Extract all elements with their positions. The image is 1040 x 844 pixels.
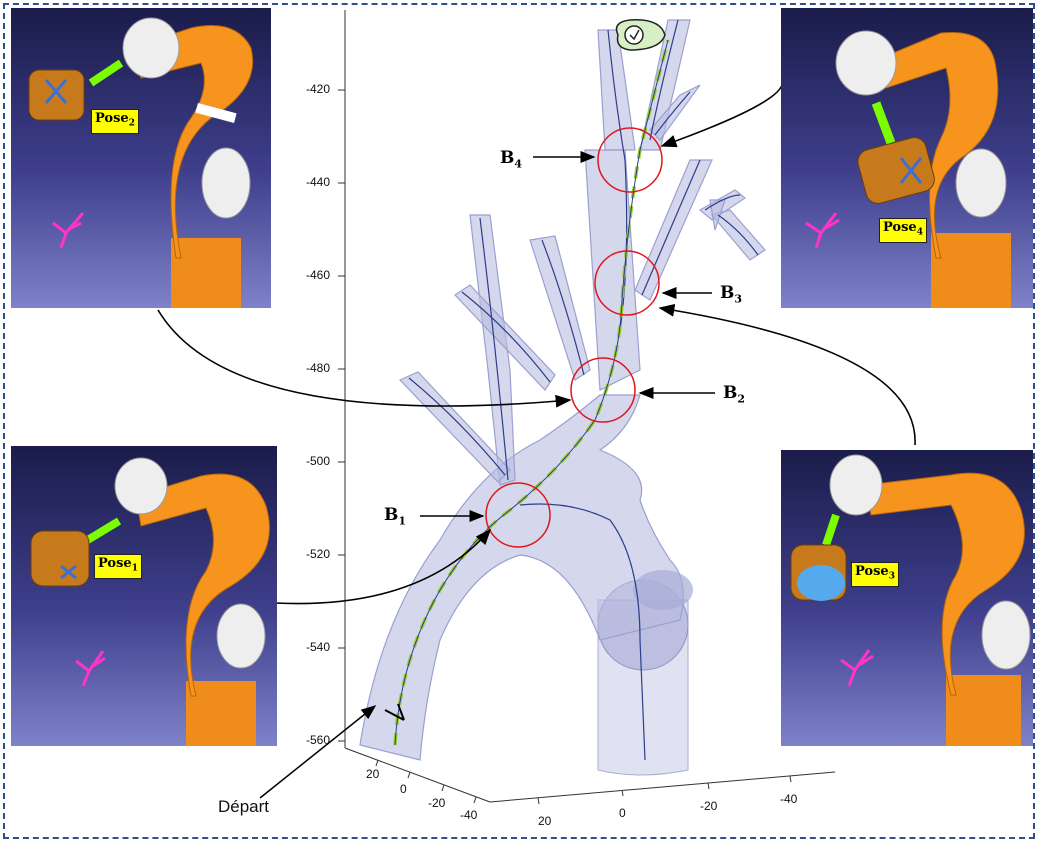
- robot-panel-pose3: Pose3: [781, 450, 1033, 746]
- kuka-robot-illustration: [28, 17, 254, 308]
- z-axis-ticks: [338, 89, 345, 742]
- kuka-robot-illustration: [30, 457, 270, 746]
- x-tick-label: 0: [400, 782, 407, 796]
- x-tick-label: -40: [460, 808, 478, 822]
- connector-pose2: [157, 309, 572, 408]
- vascular-tree-icon: [805, 212, 840, 249]
- z-tick-label: -520: [305, 547, 330, 561]
- bifurcation-circles: [485, 127, 663, 548]
- start-marker-tick: [397, 703, 405, 721]
- branch-label-b1: B1: [384, 505, 407, 528]
- start-marker: [384, 709, 405, 721]
- branch-label-b3: B3: [720, 283, 743, 306]
- vascular-tree-icon: [52, 212, 85, 249]
- y-axis: [489, 771, 836, 803]
- figure-frame: [3, 3, 1035, 839]
- robot-panel-pose2: Pose2: [11, 8, 271, 308]
- base-ticks: [375, 759, 792, 805]
- branch-label-b4: B4: [500, 148, 523, 171]
- bifurcation-circle-b1: [485, 482, 551, 548]
- pose-label-3: Pose3: [851, 562, 899, 587]
- x-tick-label: -20: [428, 796, 446, 810]
- arrow-start: [259, 705, 377, 799]
- x-axis: [344, 747, 491, 803]
- y-tick-label: 20: [538, 814, 552, 828]
- branch-label-b2: B2: [723, 383, 746, 406]
- bifurcation-circle-b2: [570, 357, 636, 423]
- robot-panel-pose4: Pose4: [781, 8, 1033, 308]
- branch-arrows: [259, 151, 715, 799]
- kuka-robot-illustration: [790, 454, 1031, 746]
- pose-label-2: Pose2: [91, 109, 139, 134]
- z-tick-label: -440: [305, 175, 330, 189]
- main-centerline: [394, 39, 669, 746]
- start-label: Départ: [218, 797, 270, 816]
- pose-label-4: Pose4: [879, 218, 927, 243]
- bifurcation-circle-b4: [597, 127, 663, 193]
- vessel-centerlines: [408, 19, 759, 761]
- z-tick-label: -560: [305, 733, 330, 747]
- y-tick-label: -20: [700, 799, 718, 813]
- pose-connectors: [157, 79, 916, 605]
- y-tick-label: 0: [619, 806, 626, 820]
- y-tick-label: -40: [780, 792, 798, 806]
- aortic-arch: [359, 394, 693, 761]
- x-tick-label: 20: [366, 767, 380, 781]
- z-tick-label: -540: [305, 640, 330, 654]
- vascular-tree-icon: [840, 649, 874, 687]
- z-tick-label: -480: [305, 361, 330, 375]
- catheter-tip-icon: [615, 19, 666, 51]
- z-tick-label: -460: [305, 268, 330, 282]
- bifurcation-circle-b3: [594, 250, 660, 316]
- connector-pose3: [658, 303, 916, 446]
- robot-panel-pose1: Pose1: [11, 446, 277, 746]
- z-tick-label: -500: [305, 454, 330, 468]
- z-tick-label: -420: [305, 82, 330, 96]
- vascular-tree-icon: [75, 650, 106, 687]
- kuka-robot-illustration: [805, 30, 1011, 308]
- pose-label-1: Pose1: [94, 554, 142, 579]
- connector-pose1: [274, 528, 492, 605]
